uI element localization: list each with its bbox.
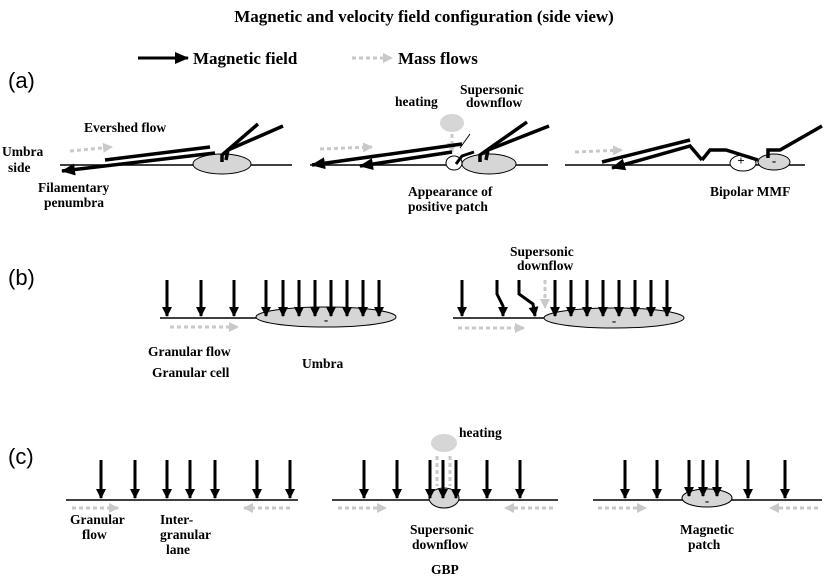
field-line-arrow [359, 150, 453, 170]
field-line [766, 124, 823, 158]
field-line-arrow [61, 151, 216, 176]
legend-magnetic-label: Magnetic field [193, 49, 298, 68]
field-arrows [457, 280, 672, 317]
appearance-label: positive patch [408, 199, 488, 214]
mass-flow-arrow [574, 145, 623, 156]
field-arrows [162, 280, 384, 317]
diagram-title: Magnetic and velocity field configuratio… [234, 7, 614, 26]
panel-b-left: - Granular flow Granular cell Umbra [148, 280, 397, 380]
field-line [454, 150, 475, 165]
minus-sign: - [705, 493, 709, 508]
minus-sign: - [324, 312, 328, 327]
panel-c-right: - Magnetic patch [593, 460, 822, 552]
supersonic-label: downflow [412, 537, 469, 552]
supersonic-label: downflow [517, 258, 574, 273]
legend-mass-label: Mass flows [398, 49, 478, 68]
plus-sign: + [737, 153, 744, 168]
intergranular-lane-label: lane [166, 542, 190, 557]
evershed-flow-label: Evershed flow [84, 120, 166, 135]
heating-label: heating [459, 425, 502, 440]
supersonic-pointer [459, 133, 471, 149]
magnetic-patch [461, 153, 517, 175]
panel-a-stage-2: heating Supersonic downflow Appearance o… [310, 82, 550, 214]
heating-blob [431, 434, 457, 452]
magnetic-patch-label: patch [688, 537, 721, 552]
filamentary-label: penumbra [44, 195, 104, 210]
panel-c-left: Granular flow Inter- granular lane [66, 460, 298, 557]
panel-a-stage-1: Umbra side Evershed flow Filamentary pen… [2, 120, 292, 210]
evershed-flow-arrow [69, 142, 113, 153]
appearance-label: Appearance of [408, 184, 493, 199]
field-arrows [359, 460, 525, 499]
field-line [601, 138, 691, 164]
umbra-side-label: side [8, 160, 31, 175]
heating-label: heating [395, 94, 438, 109]
panel-a-stage-3: + - Bipolar MMF [565, 124, 823, 199]
intergranular-lane-label: granular [160, 527, 211, 542]
field-line-arrow [311, 142, 463, 170]
panel-b: - Granular flow Granular cell Umbra [148, 244, 685, 380]
granular-flow-label: Granular flow [148, 344, 231, 359]
field-line [700, 148, 759, 162]
granular-cell-label: Granular cell [152, 365, 230, 380]
field-arrows [96, 460, 295, 499]
panel-b-right: - Supersonic downflow [453, 244, 685, 333]
heating-blob [440, 114, 464, 132]
umbra-side-label: Umbra [2, 144, 43, 159]
negative-patch [757, 153, 791, 171]
field-line [224, 124, 284, 161]
panel-a: Umbra side Evershed flow Filamentary pen… [2, 82, 823, 214]
panel-c-middle: heating Supersonic downflow GBP [332, 425, 558, 577]
intergranular-lane-label: Inter- [160, 512, 193, 527]
supersonic-label: Supersonic [510, 244, 574, 259]
supersonic-label: Supersonic [460, 82, 524, 97]
granular-flow-label: Granular [70, 512, 125, 527]
minus-sign: - [772, 153, 776, 168]
field-line [478, 120, 529, 162]
granular-flow-label: flow [82, 527, 107, 542]
minus-sign: - [612, 313, 616, 328]
magnetic-patch-label: Magnetic [680, 522, 734, 537]
filamentary-label: Filamentary [38, 180, 109, 195]
panel-label-a: (a) [8, 68, 35, 93]
supersonic-label: Supersonic [410, 522, 474, 537]
umbra-label: Umbra [302, 356, 343, 371]
field-line [220, 122, 260, 162]
field-line [104, 145, 211, 162]
panel-label-c: (c) [8, 444, 34, 469]
field-line-arrow [611, 144, 704, 171]
legend: Magnetic field Mass flows [138, 49, 478, 68]
field-line [484, 124, 550, 161]
field-arrows [620, 460, 790, 499]
gbp-label: GBP [431, 562, 459, 577]
bipolar-mmf-label: Bipolar MMF [710, 184, 790, 199]
mass-flow-arrow [319, 142, 373, 153]
supersonic-label: downflow [466, 95, 523, 110]
panel-c: Granular flow Inter- granular lane [66, 425, 822, 577]
panel-label-b: (b) [8, 265, 35, 290]
